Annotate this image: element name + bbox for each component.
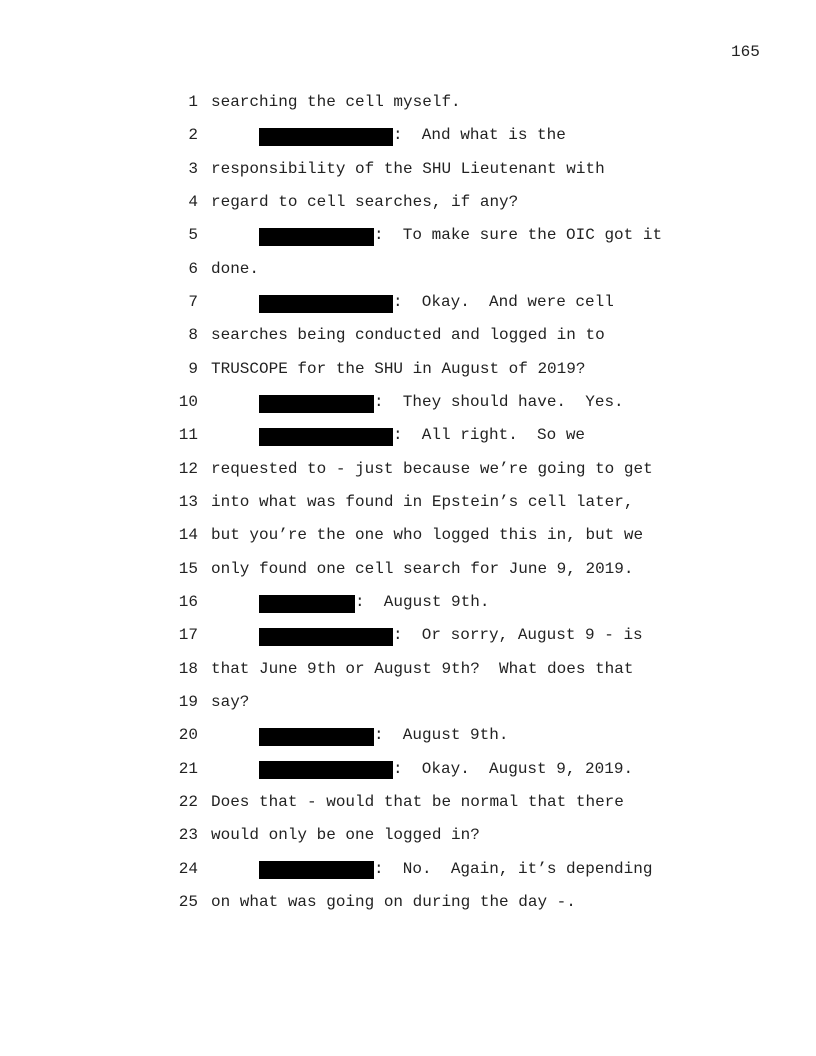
line-number: 17 xyxy=(178,626,198,645)
line-text: TRUSCOPE for the SHU in August of 2019? xyxy=(211,359,586,378)
line-number: 13 xyxy=(178,492,198,511)
line-number: 10 xyxy=(178,392,198,411)
transcript-line: 1 searching the cell myself. xyxy=(0,86,816,119)
line-text: : August 9th. xyxy=(355,592,490,611)
line-number: 6 xyxy=(188,259,198,278)
transcript-line: 24 : No. Again, it’s depending xyxy=(0,853,816,886)
redacted-speaker-name xyxy=(259,627,393,646)
transcript-line: 8 searches being conducted and logged in … xyxy=(0,319,816,352)
transcript-line: 17 : Or sorry, August 9 - is xyxy=(0,619,816,652)
line-number: 11 xyxy=(178,426,198,445)
line-text: : Or sorry, August 9 - is xyxy=(393,626,643,645)
line-text: regard to cell searches, if any? xyxy=(211,192,519,211)
line-number: 22 xyxy=(178,792,198,811)
transcript-lines: 1 searching the cell myself. 2 : And what i… xyxy=(0,86,816,919)
transcript-line: 7 : Okay. And were cell xyxy=(0,286,816,319)
redacted-speaker-name xyxy=(259,861,374,880)
line-number: 14 xyxy=(178,526,198,545)
line-number: 12 xyxy=(178,459,198,478)
line-number: 7 xyxy=(188,292,198,311)
page-number: 165 xyxy=(731,43,760,61)
transcript-line: 18 that June 9th or August 9th? What does… xyxy=(0,653,816,686)
line-text: : They should have. Yes. xyxy=(374,392,624,411)
speaker-line: : They should have. Yes. xyxy=(259,386,624,419)
transcript-line: 11 : All right. So we xyxy=(0,419,816,452)
speaker-line: : No. Again, it’s depending xyxy=(259,853,652,886)
transcript-line: 2 : And what is the xyxy=(0,119,816,152)
line-number: 23 xyxy=(178,826,198,845)
transcript-line: 3 responsibility of the SHU Lieutenant wi… xyxy=(0,153,816,186)
line-text: into what was found in Epstein’s cell la… xyxy=(211,492,634,511)
redacted-speaker-name xyxy=(259,227,374,246)
speaker-line: : All right. So we xyxy=(259,419,585,452)
transcript-line: 6 done. xyxy=(0,253,816,286)
line-number: 19 xyxy=(178,692,198,711)
line-text: say? xyxy=(211,692,250,711)
speaker-line: : August 9th. xyxy=(259,719,508,752)
transcript-line: 14 but you’re the one who logged this in,… xyxy=(0,519,816,552)
line-number: 25 xyxy=(178,892,198,911)
redacted-speaker-name xyxy=(259,394,374,413)
line-text: would only be one logged in? xyxy=(211,826,480,845)
redacted-speaker-name xyxy=(259,761,393,780)
line-text: : And what is the xyxy=(393,126,566,145)
line-number: 24 xyxy=(178,859,198,878)
line-number: 4 xyxy=(188,192,198,211)
line-text: requested to - just because we’re going … xyxy=(211,459,653,478)
line-number: 21 xyxy=(178,759,198,778)
line-number: 15 xyxy=(178,559,198,578)
line-text: responsibility of the SHU Lieutenant wit… xyxy=(211,159,605,178)
line-text: : August 9th. xyxy=(374,726,509,745)
transcript-line: 10 : They should have. Yes. xyxy=(0,386,816,419)
transcript-line: 13 into what was found in Epstein’s cell … xyxy=(0,486,816,519)
transcript-line: 16 : August 9th. xyxy=(0,586,816,619)
redacted-speaker-name xyxy=(259,294,393,313)
redacted-speaker-name xyxy=(259,727,374,746)
line-text: searching the cell myself. xyxy=(211,93,461,111)
line-number: 1 xyxy=(188,93,198,111)
line-text: searches being conducted and logged in t… xyxy=(211,326,605,345)
line-text: : All right. So we xyxy=(393,426,586,445)
redacted-speaker-name xyxy=(259,427,393,446)
transcript-line: 25 on what was going on during the day -. xyxy=(0,886,816,919)
line-text: done. xyxy=(211,259,260,278)
transcript-line: 4 regard to cell searches, if any? xyxy=(0,186,816,219)
transcript-line: 12 requested to - just because we’re goin… xyxy=(0,453,816,486)
speaker-line: : To make sure the OIC got it xyxy=(259,219,662,252)
transcript-line: 23 would only be one logged in? xyxy=(0,819,816,852)
line-text: : Okay. And were cell xyxy=(393,292,614,311)
transcript-line: 21 : Okay. August 9, 2019. xyxy=(0,753,816,786)
speaker-line: : August 9th. xyxy=(259,586,489,619)
line-number: 5 xyxy=(188,226,198,245)
line-text: : To make sure the OIC got it xyxy=(374,226,663,245)
line-text: : No. Again, it’s depending xyxy=(374,859,653,878)
line-text: Does that - would that be normal that th… xyxy=(211,792,624,811)
line-number: 16 xyxy=(178,592,198,611)
redacted-speaker-name xyxy=(259,594,355,613)
line-text: : Okay. August 9, 2019. xyxy=(393,759,634,778)
speaker-line: : Okay. August 9, 2019. xyxy=(259,753,633,786)
transcript-line: 19 say? xyxy=(0,686,816,719)
line-number: 8 xyxy=(188,326,198,345)
line-number: 9 xyxy=(188,359,198,378)
line-text: only found one cell search for June 9, 2… xyxy=(211,559,634,578)
transcript-line: 22 Does that - would that be normal that … xyxy=(0,786,816,819)
transcript-line: 9 TRUSCOPE for the SHU in August of 2019? xyxy=(0,353,816,386)
transcript-line: 20 : August 9th. xyxy=(0,719,816,752)
redacted-speaker-name xyxy=(259,127,393,146)
line-number: 18 xyxy=(178,659,198,678)
speaker-line: : And what is the xyxy=(259,119,566,152)
transcript-line: 5 : To make sure the OIC got it xyxy=(0,219,816,252)
line-number: 20 xyxy=(178,726,198,745)
line-text: on what was going on during the day -. xyxy=(211,892,576,911)
speaker-line: : Or sorry, August 9 - is xyxy=(259,619,643,652)
line-number: 3 xyxy=(188,159,198,178)
line-text: that June 9th or August 9th? What does t… xyxy=(211,659,634,678)
line-number: 2 xyxy=(188,126,198,145)
transcript-line: 15 only found one cell search for June 9,… xyxy=(0,553,816,586)
line-text: but you’re the one who logged this in, b… xyxy=(211,526,644,545)
speaker-line: : Okay. And were cell xyxy=(259,286,614,319)
